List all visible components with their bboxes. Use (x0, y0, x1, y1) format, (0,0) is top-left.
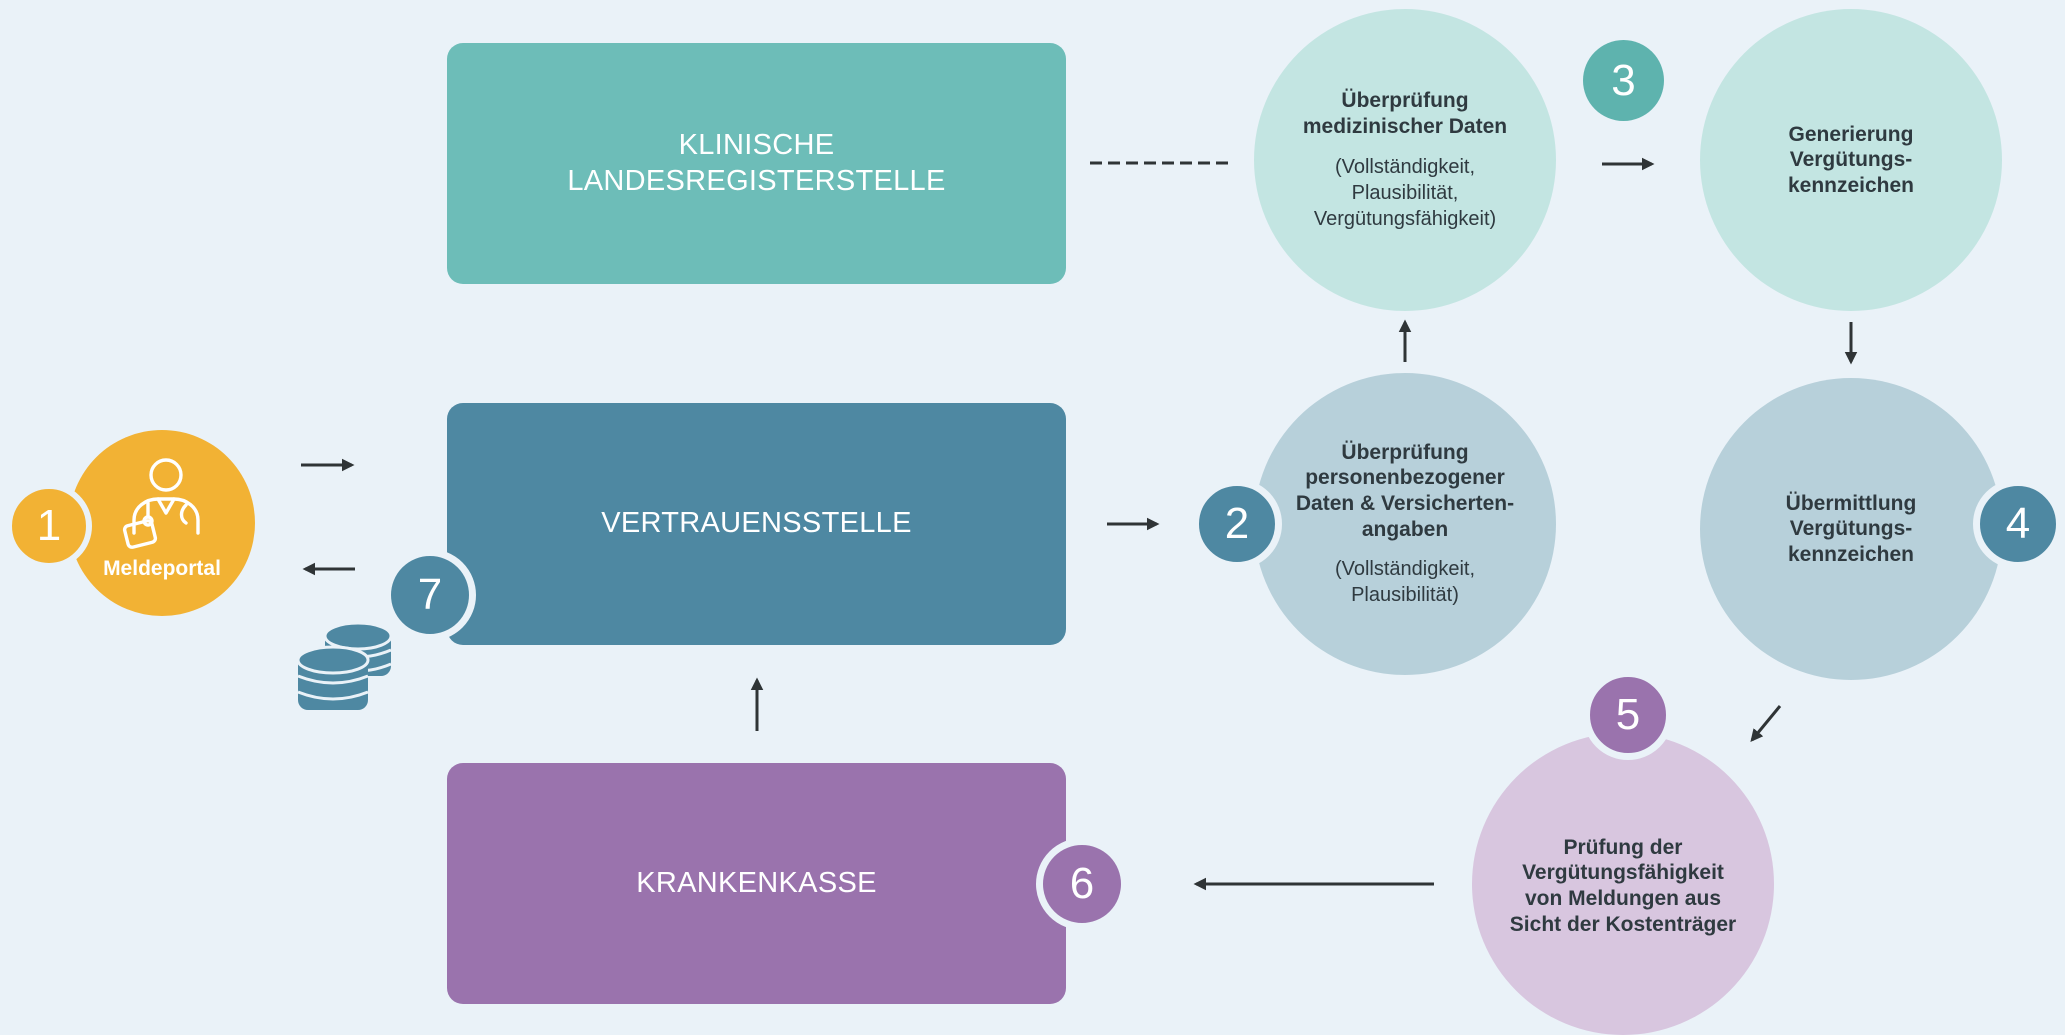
meldeportal-label: Meldeportal (103, 557, 221, 580)
step-medical-detail: (Vollständigkeit, Plausibilität, Vergütu… (1313, 155, 1497, 230)
step-check: Prüfung der Vergütungsfähigkeit von Meld… (1472, 733, 1774, 1035)
step-medical-check: Überprüfung medizinischer Daten (Vollstä… (1254, 9, 1556, 311)
vertrauensstelle-label: VERTRAUENSSTELLE (601, 507, 912, 540)
badge-step-5: 5 (1583, 670, 1673, 760)
badge-step-7: 7 (384, 549, 476, 641)
step-personal-detail: (Vollständigkeit, Plausibilität) (1334, 558, 1476, 607)
badge-step-4: 4 (1973, 479, 2063, 569)
step-transmit-title: Übermittlung Vergütungs- kennzeichen (1785, 491, 1917, 566)
step-medical-title: Überprüfung medizinischer Daten (1302, 89, 1508, 138)
badge-step-3: 3 (1583, 40, 1664, 121)
badge-step-6: 6 (1036, 838, 1128, 930)
step-personal-check: Überprüfung personenbezogener Daten & Ve… (1254, 373, 1556, 675)
step-check-title: Prüfung der Vergütungsfähigkeit von Meld… (1509, 835, 1737, 936)
step-generate-title: Generierung Vergütungs- kennzeichen (1787, 122, 1915, 197)
step-generate: Generierung Vergütungs- kennzeichen (1700, 9, 2002, 311)
krankenkasse-box: KRANKENKASSE (447, 763, 1066, 1004)
step-personal-title: Überprüfung personenbezogener Daten & Ve… (1295, 440, 1515, 541)
meldeportal-circle[interactable]: Meldeportal (69, 430, 255, 616)
badge-step-2: 2 (1192, 479, 1282, 569)
vertrauensstelle-box: VERTRAUENSSTELLE (447, 403, 1066, 645)
coins-icon (296, 621, 392, 710)
landesregister-box: KLINISCHE LANDESREGISTERSTELLE (447, 43, 1066, 284)
doctor-icon (122, 458, 200, 549)
landesregister-label: KLINISCHE LANDESREGISTERSTELLE (567, 129, 946, 197)
badge-step-1: 1 (6, 483, 92, 569)
arrow-diag-to-check (1750, 705, 1782, 742)
krankenkasse-label: KRANKENKASSE (636, 866, 877, 899)
step-transmit: Übermittlung Vergütungs- kennzeichen (1700, 378, 2002, 680)
